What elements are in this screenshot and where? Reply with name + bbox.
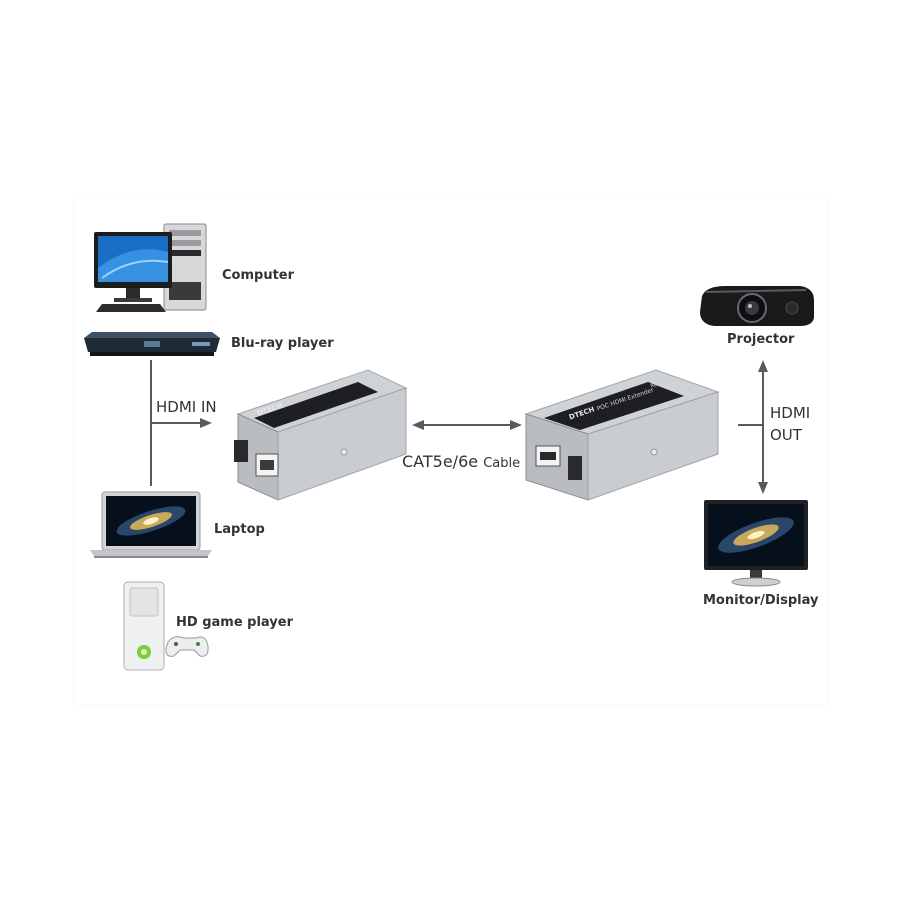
cable-arrowhead-left — [412, 420, 424, 430]
cable-main-label: CAT5e/6e — [402, 452, 479, 471]
output-bus-line — [762, 370, 764, 484]
computer-label: Computer — [222, 268, 295, 283]
monitor-icon — [704, 500, 808, 587]
hdmi-in-arrowhead — [200, 418, 212, 428]
projector-label: Projector — [727, 332, 795, 347]
laptop-label: Laptop — [214, 522, 265, 537]
hdmi-out-line — [738, 424, 764, 426]
bluray-player-icon — [84, 332, 220, 356]
laptop-icon — [90, 491, 212, 558]
cable-arrowhead-right — [510, 420, 522, 430]
projector-icon — [700, 286, 814, 326]
hdmi-in-line — [150, 422, 204, 424]
hdmi-out-label-line1: HDMI — [770, 404, 811, 422]
game-player-label: HD game player — [176, 615, 293, 630]
computer-icon — [94, 223, 207, 312]
hdmi-in-label: HDMI IN — [156, 398, 217, 416]
extender-receiver — [524, 369, 720, 501]
game-console-icon — [123, 581, 209, 671]
hdmi-out-label-line2: OUT — [770, 426, 802, 444]
hdmi-out-arrowhead-up — [758, 360, 768, 372]
cable-label: CAT5e/6e Cable — [402, 452, 520, 471]
cable-suffix-label: Cable — [483, 456, 521, 471]
hdmi-out-arrowhead-down — [758, 482, 768, 494]
monitor-label: Monitor/Display — [703, 593, 819, 608]
bluray-player-label: Blu-ray player — [231, 336, 334, 351]
extender-transmitter — [234, 369, 408, 501]
cable-line — [420, 424, 514, 426]
